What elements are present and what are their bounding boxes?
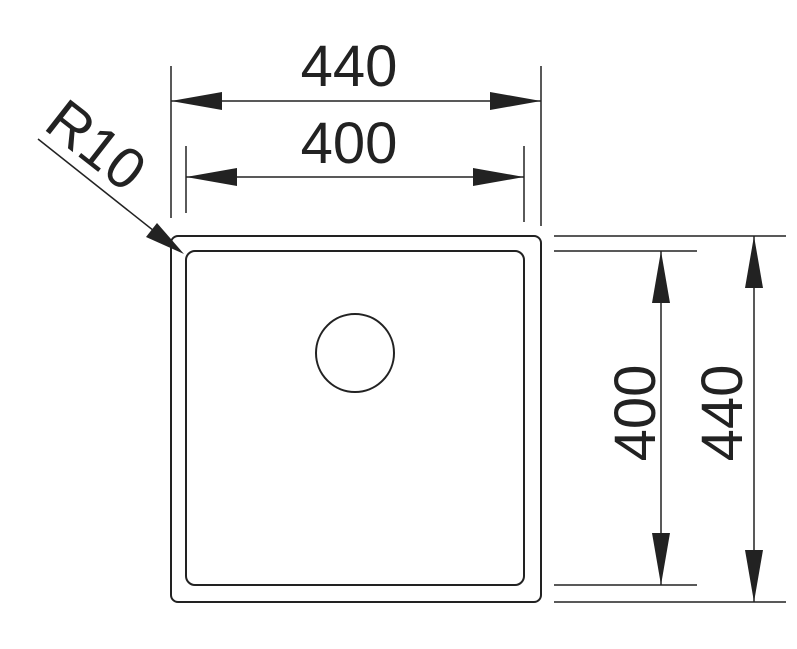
outer-width-label: 440 bbox=[301, 34, 398, 99]
arrowhead-up bbox=[745, 236, 763, 288]
outer-height-label: 440 bbox=[690, 365, 755, 462]
arrowhead-left bbox=[186, 168, 237, 186]
outer-width-dimension: 440 bbox=[170, 34, 542, 226]
outer-height-dimension: 440 bbox=[554, 235, 786, 603]
arrowhead-leader bbox=[146, 223, 184, 254]
arrowhead-right bbox=[490, 92, 541, 110]
inner-width-label: 400 bbox=[301, 111, 398, 176]
sink-inner-bowl bbox=[185, 250, 525, 586]
corner-radius-label: R10 bbox=[34, 87, 158, 204]
arrowhead-left bbox=[171, 92, 222, 110]
inner-height-dimension: 400 bbox=[554, 250, 697, 586]
drain-hole bbox=[315, 313, 395, 393]
inner-width-dimension: 400 bbox=[185, 111, 525, 222]
arrowhead-right bbox=[473, 168, 524, 186]
inner-height-label: 400 bbox=[603, 365, 668, 462]
sink-outer-outline bbox=[170, 235, 542, 603]
corner-radius-callout: R10 bbox=[34, 87, 184, 254]
arrowhead-down bbox=[745, 550, 763, 602]
arrowhead-down bbox=[652, 533, 670, 585]
arrowhead-up bbox=[652, 251, 670, 303]
